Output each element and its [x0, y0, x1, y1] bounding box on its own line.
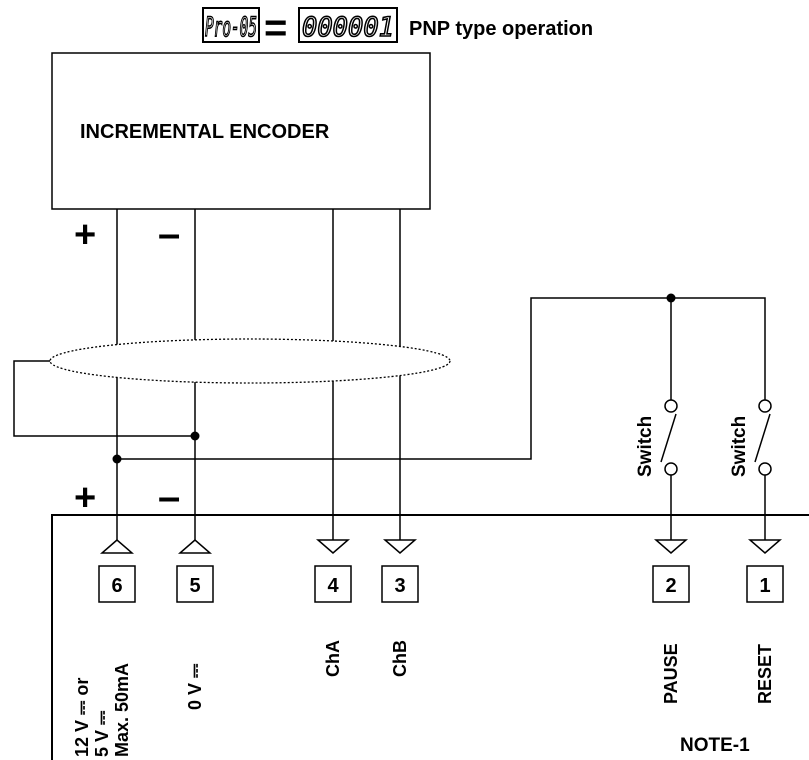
reset-switch-contact-top [758, 399, 772, 413]
pause-switch-lever [660, 413, 677, 463]
encoder-title: INCREMENTAL ENCODER [80, 121, 330, 143]
cha-input-arrow [315, 539, 351, 554]
encoder-box [51, 52, 431, 210]
terminal-4-label: ChA [323, 640, 343, 677]
pause-switch-label: Switch [635, 416, 656, 477]
terminal-4: 4 [314, 565, 352, 603]
supply-bus-wire [117, 297, 766, 460]
junction-switch-feed [666, 293, 676, 303]
terminal-plus-sign: + [74, 477, 96, 519]
shield-wire [13, 360, 195, 437]
pause-input-arrow [653, 539, 689, 554]
equals-sign: = [264, 6, 287, 50]
junction-shield [190, 431, 200, 441]
encoder-plus-sign: + [74, 214, 96, 256]
terminal-5-label: 0 V ⎓ [185, 663, 205, 710]
terminal-2: 2 [652, 565, 690, 603]
value-display: 000001 [302, 12, 394, 43]
ground-output-arrow [177, 539, 213, 554]
chb-input-arrow [382, 539, 418, 554]
pause-switch-contact-top [664, 399, 678, 413]
terminal-3: 3 [381, 565, 419, 603]
operation-description: PNP type operation [409, 18, 593, 40]
wiring [13, 209, 771, 540]
reset-switch-lever [754, 413, 771, 463]
terminal-6: 6 [98, 565, 136, 603]
terminal-1: 1 [746, 565, 784, 603]
note-label: NOTE-1 [680, 735, 750, 756]
terminal-3-number: 3 [394, 575, 405, 597]
reset-switch-contact-bottom [758, 462, 772, 476]
reset-switch-label: Switch [729, 416, 750, 477]
terminal-5: 5 [176, 565, 214, 603]
encoder-minus-sign: – [158, 212, 180, 256]
junction-supply [112, 454, 122, 464]
supply-output-arrow [99, 539, 135, 554]
terminal-6-label-line2: 5 V ⎓ [92, 710, 112, 757]
terminal-3-label: ChB [390, 640, 410, 677]
terminal-6-number: 6 [111, 575, 122, 597]
pause-switch-contact-bottom [664, 462, 678, 476]
value-display-box [298, 7, 398, 43]
reset-input-arrow [747, 539, 783, 554]
terminal-1-label: RESET [755, 644, 775, 704]
terminal-6-label-line1: 12 V ⎓ or [72, 678, 92, 757]
parameter-display: Pro-05 [205, 12, 257, 43]
terminal-minus-sign: – [158, 475, 180, 519]
cable-shield [49, 338, 451, 384]
terminal-2-number: 2 [665, 575, 676, 597]
terminal-5-number: 5 [189, 575, 200, 597]
terminal-4-number: 4 [327, 575, 339, 597]
terminal-1-number: 1 [759, 575, 770, 597]
terminal-6-label-line3: Max. 50mA [112, 663, 132, 757]
instrument-outline [51, 514, 809, 760]
terminal-2-label: PAUSE [661, 643, 681, 704]
parameter-display-box [202, 7, 260, 43]
